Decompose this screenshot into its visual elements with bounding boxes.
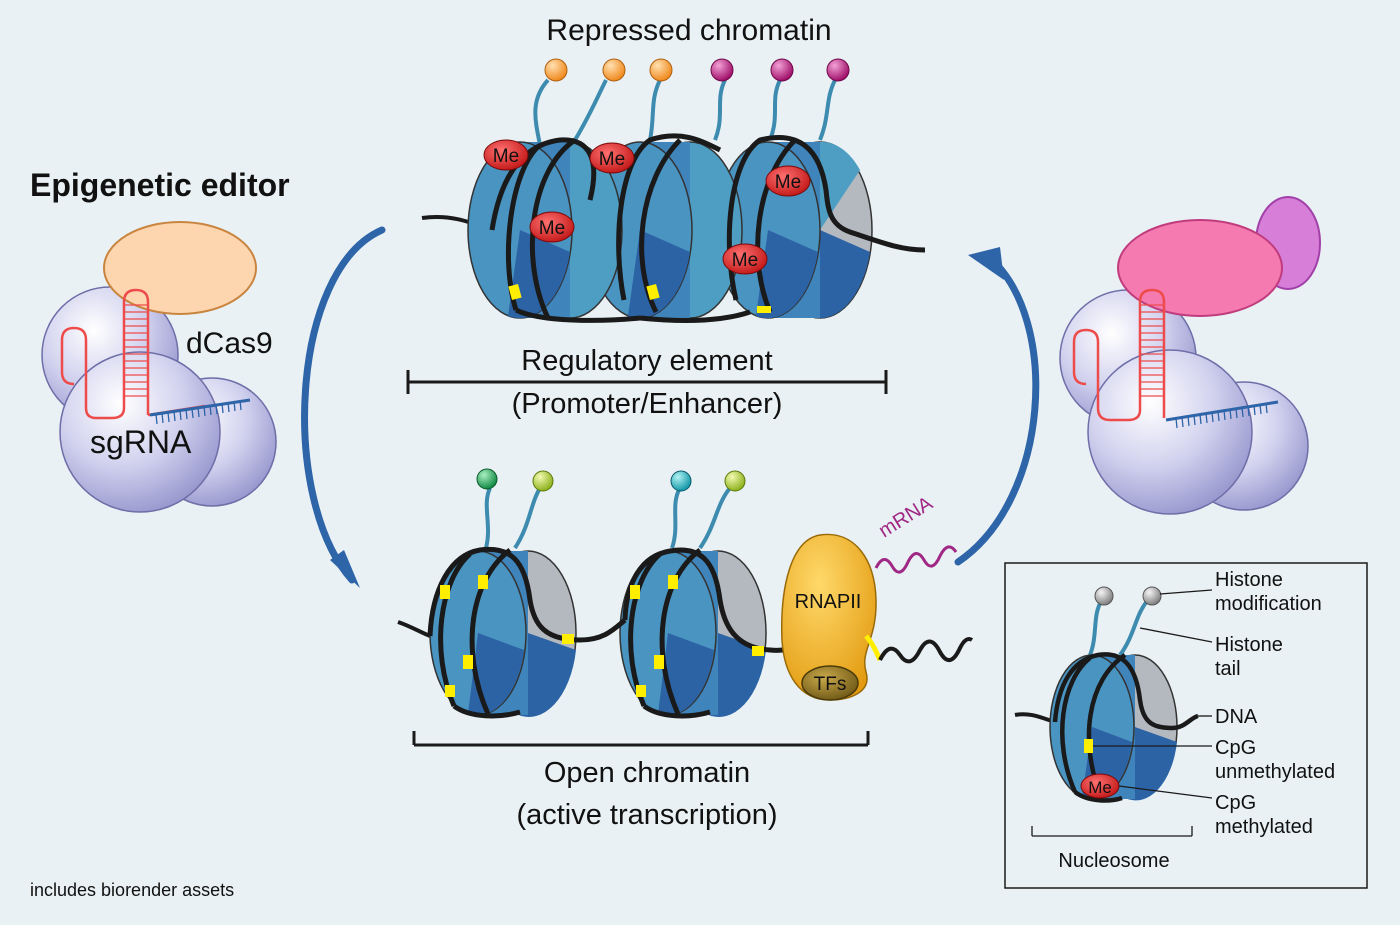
repressed-chromatin-title: Repressed chromatin: [546, 14, 831, 47]
epigenetic-editor-title: Epigenetic editor: [30, 167, 290, 203]
legend-histone-mod-1: [1094, 586, 1114, 606]
svg-text:Me: Me: [539, 218, 565, 239]
legend-me-label: Me: [1088, 778, 1112, 797]
repressed-histone-tails: [533, 78, 837, 146]
me-mark-5: Me: [722, 243, 768, 275]
target-dna-left: [149, 398, 251, 417]
open-chromatin: RNAPII TFs mRNA: [397, 468, 974, 719]
histone-mod-orange-1: [544, 58, 568, 82]
svg-text:Me: Me: [732, 250, 758, 271]
effector-domain-pink: [1117, 219, 1283, 317]
me-mark-2: Me: [529, 211, 575, 243]
histone-mod-lime-2: [724, 470, 746, 492]
histone-mod-orange-3: [649, 58, 673, 82]
promoter-enhancer-label: (Promoter/Enhancer): [512, 388, 783, 420]
epigenetic-editor-right: [1059, 196, 1321, 515]
histone-mod-magenta-3: [826, 58, 850, 82]
rnapii-label: RNAPII: [795, 591, 862, 613]
svg-text:Me: Me: [775, 172, 801, 193]
rnapii-enzyme: [781, 533, 877, 701]
me-mark-3: Me: [589, 142, 635, 174]
legend-histone-modification-2: modification: [1215, 593, 1322, 615]
histone-mod-magenta-2: [770, 58, 794, 82]
svg-text:Me: Me: [493, 146, 519, 167]
target-dna-ticks-right: [1175, 402, 1268, 429]
legend-cpg-methylated-2: methylated: [1215, 816, 1313, 838]
legend-cpg-unmethylated-2: unmethylated: [1215, 761, 1335, 783]
active-transcription-label: (active transcription): [516, 799, 777, 831]
legend-cpg-unmethylated-1: CpG: [1215, 737, 1256, 759]
target-dna-ticks-left: [155, 399, 242, 425]
me-mark-4: Me: [765, 165, 811, 197]
histone-mod-lime-1: [532, 470, 554, 492]
target-dna-right: [1165, 400, 1279, 422]
tfs-label: TFs: [814, 674, 847, 695]
histone-mod-teal: [670, 470, 692, 492]
open-dna-wraps: [427, 546, 816, 719]
legend-cpg-methylated-1: CpG: [1215, 792, 1256, 814]
repressed-chromatin: Me Me Me Me Me: [421, 58, 926, 323]
mrna-strand: [874, 545, 958, 574]
me-mark-1: Me: [483, 139, 529, 171]
sgrna-stem-left: [124, 304, 148, 397]
legend-histone-tail-1: Histone: [1215, 634, 1283, 656]
tfs-factor: [801, 665, 859, 701]
legend-dna: DNA: [1215, 706, 1258, 728]
open-chromatin-bracket: [412, 731, 870, 747]
histone-mod-green: [476, 468, 498, 490]
arrow-repressed-to-open: [301, 226, 386, 584]
histone-mod-orange-2: [602, 58, 626, 82]
arrow-open-to-repressed: [954, 254, 1040, 566]
histone-mod-magenta-1: [710, 58, 734, 82]
footer-credit: includes biorender assets: [30, 880, 234, 900]
open-nucleosome-1: [429, 550, 577, 717]
effector-domain-orange: [103, 221, 257, 315]
mrna-label: mRNA: [875, 492, 937, 542]
regulatory-element-bracket: [406, 370, 888, 394]
sgrna-strand-right: [1072, 288, 1166, 422]
repressed-cpg-unmethylated: [508, 283, 771, 313]
svg-text:Me: Me: [599, 149, 625, 170]
regulatory-element-label: Regulatory element: [521, 345, 772, 377]
sgrna-strand-left: [60, 288, 150, 420]
open-chromatin-label: Open chromatin: [544, 757, 750, 789]
legend-histone-modification-1: Histone: [1215, 569, 1283, 591]
legend-histone-tail-2: tail: [1215, 658, 1241, 680]
epigenetic-editor-left: dCas9 sgRNA: [41, 221, 277, 513]
dcas9-label: dCas9: [186, 327, 273, 360]
downstream-dna: [878, 637, 974, 664]
legend-histone-mod-2: [1142, 586, 1162, 606]
legend-nucleosome-label: Nucleosome: [1058, 850, 1169, 872]
open-histone-tails: [484, 486, 732, 550]
sgrna-label: sgRNA: [90, 424, 192, 460]
open-cpg-unmethylated: [440, 575, 764, 697]
legend-box: Me Histone modification Histone tail DNA…: [1004, 562, 1368, 889]
sgrna-stem-right: [1140, 304, 1164, 397]
